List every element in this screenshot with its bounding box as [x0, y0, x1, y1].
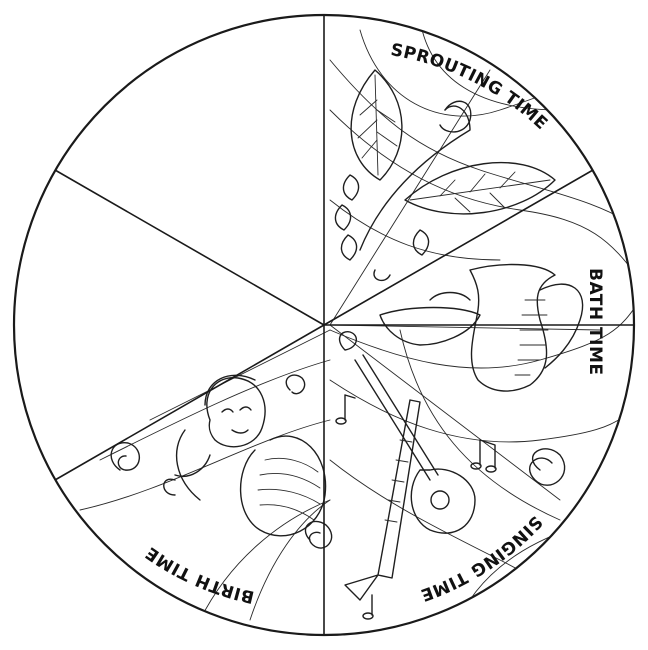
label-birth-time: BIRTH TIME [142, 542, 256, 606]
label-bath-time: BATH TIME [585, 268, 605, 376]
wheel-dividers [55, 15, 634, 635]
illustration [80, 20, 640, 640]
